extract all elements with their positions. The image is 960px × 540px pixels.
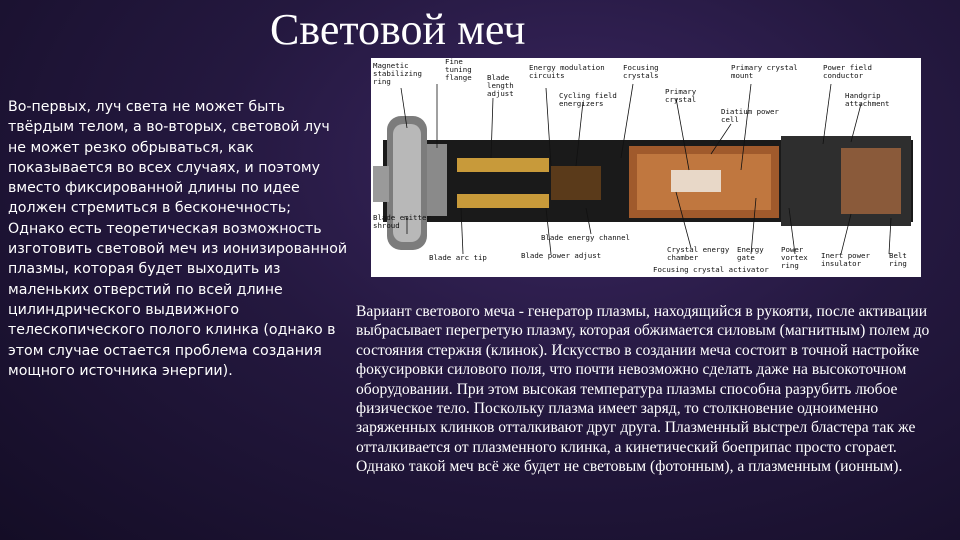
- blade-arc-tip-shape: [373, 166, 389, 202]
- label-primary-crystal-mount: Primary crystal mount: [731, 63, 802, 80]
- label-belt-ring: Belt ring: [889, 251, 911, 268]
- energizer-block: [551, 166, 601, 200]
- leader-lines: [400, 83, 892, 255]
- label-crystal-energy-chamber: Crystal energy chamber: [667, 245, 734, 262]
- label-power-vortex-ring: Power vortex ring: [781, 245, 812, 270]
- label-blade-energy-channel: Blade energy channel: [541, 233, 630, 242]
- label-handgrip-attachment: Handgrip attachment: [845, 91, 890, 108]
- label-blade-power-adjust: Blade power adjust: [521, 251, 601, 260]
- diagram-svg: Magnetic stabilizing ring Fine tuning fl…: [373, 58, 913, 274]
- label-fine-tuning-flange: Fine tuning flange: [445, 58, 476, 82]
- label-diatium-power-cell: Diatium power cell: [721, 107, 783, 124]
- label-energy-gate: Energy gate: [737, 245, 768, 262]
- insulator-shape: [841, 148, 901, 214]
- label-focusing-crystal-activator: Focusing crystal activator: [653, 265, 769, 274]
- label-energy-modulation: Energy modulation circuits: [529, 63, 609, 80]
- label-cycling-field-energizers: Cycling field energizers: [559, 91, 621, 108]
- emitter-shroud-highlight: [393, 124, 421, 242]
- label-blade-length-adjust: Blade length adjust: [487, 73, 518, 98]
- label-inert-power-insulator: Inert power insulator: [821, 251, 874, 268]
- label-focusing-crystals: Focusing crystals: [623, 63, 663, 80]
- label-blade-emitter-shroud: Blade emitter shroud: [373, 213, 435, 230]
- fine-tuning-flange-shape: [427, 144, 447, 216]
- label-primary-crystal: Primary crystal: [665, 87, 701, 104]
- label-magnetic-ring: Magnetic stabilizing ring: [373, 61, 426, 86]
- primary-crystal-shape: [671, 170, 721, 192]
- left-paragraph: Во-первых, луч света не может быть твёрд…: [8, 99, 348, 379]
- label-power-field-conductor: Power field conductor: [823, 63, 876, 80]
- crystal-coil-bottom: [457, 194, 549, 208]
- crystal-coil-top: [457, 158, 549, 172]
- right-paragraph: Вариант светового меча - генератор плазм…: [356, 303, 930, 476]
- lightsaber-cutaway-diagram: Magnetic stabilizing ring Fine tuning fl…: [371, 58, 921, 277]
- label-blade-arc-tip: Blade arc tip: [429, 253, 487, 262]
- slide-title: Световой меч: [270, 5, 526, 54]
